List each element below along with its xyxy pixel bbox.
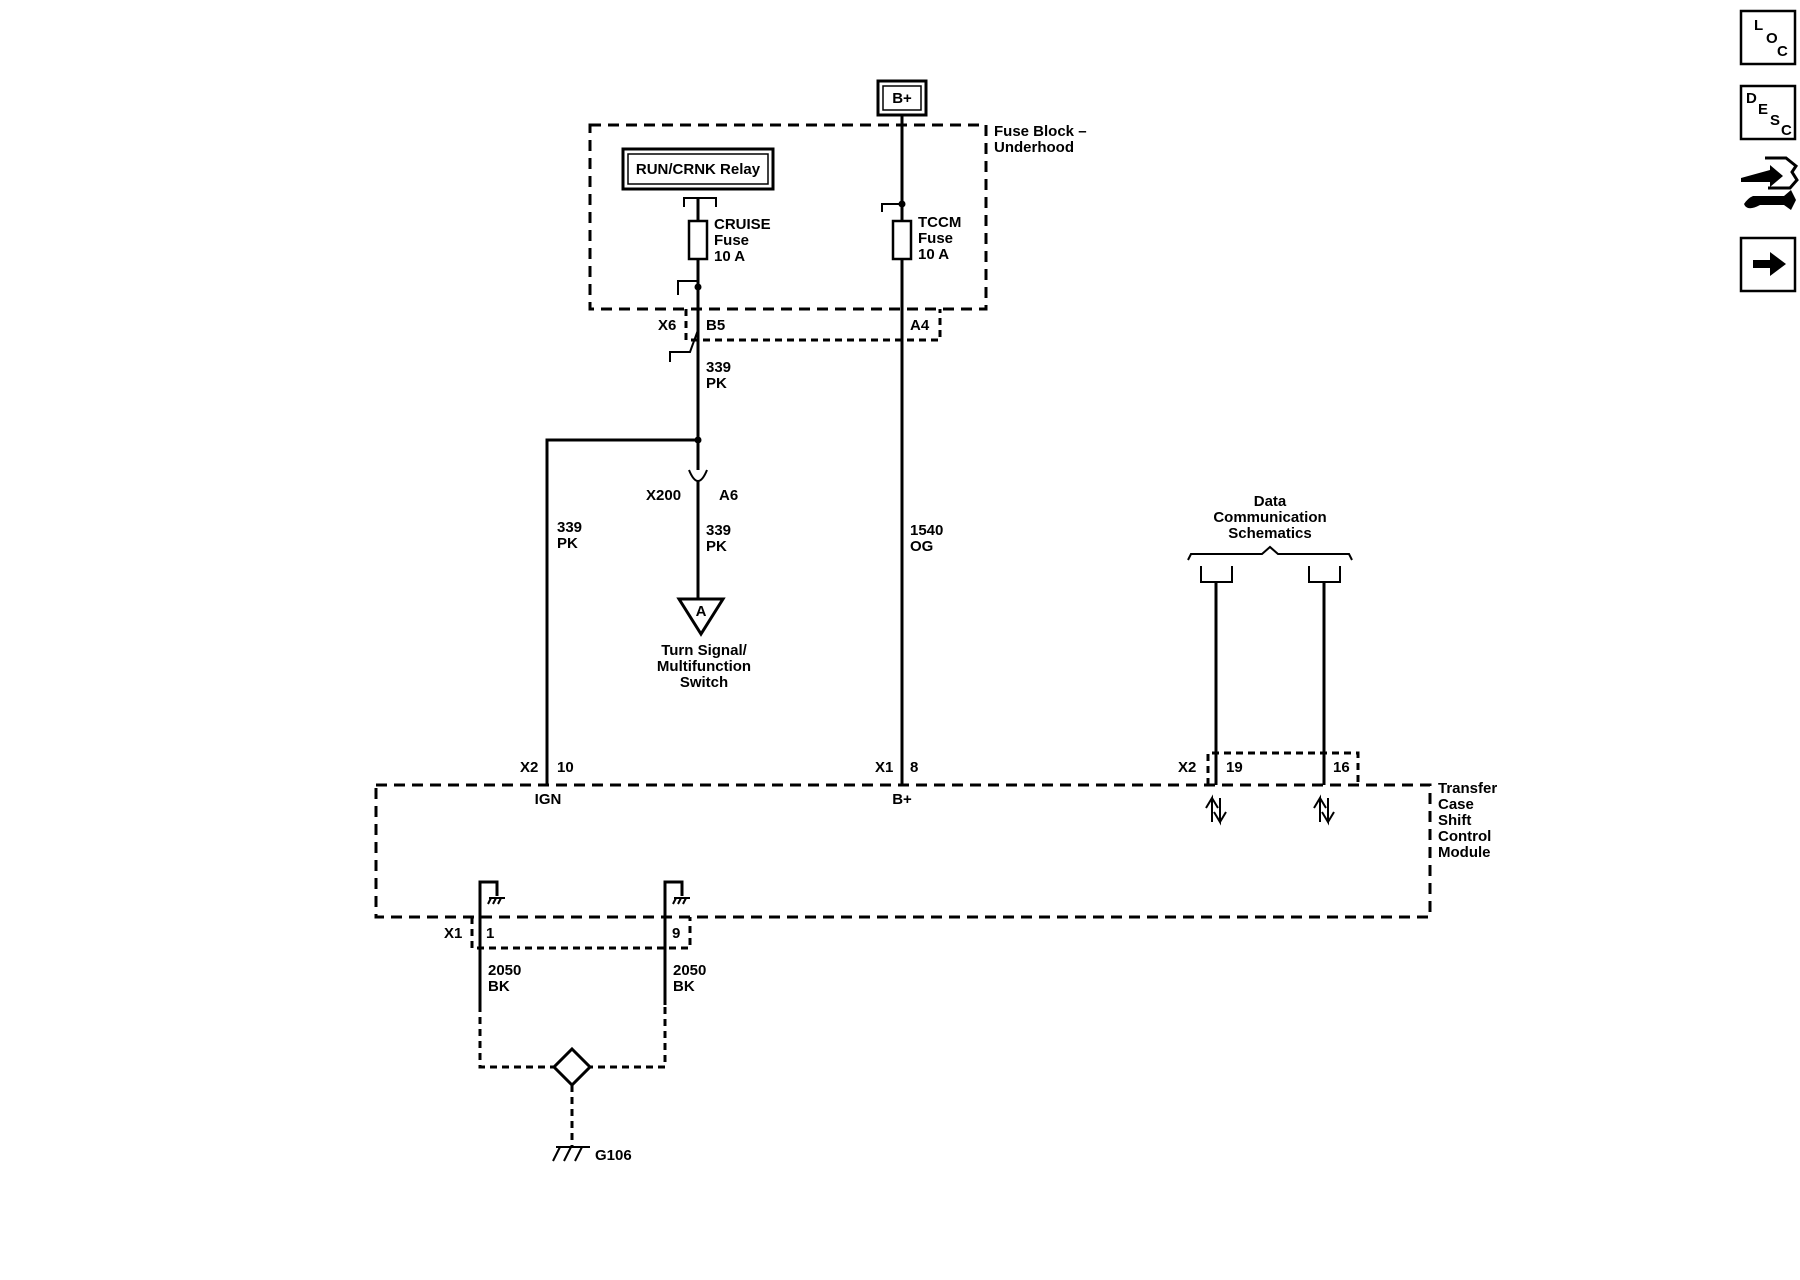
turn-signal-label-3: Switch bbox=[680, 674, 728, 691]
pin-8-label: 8 bbox=[910, 759, 918, 776]
x200-connector: X200 A6 339 PK bbox=[646, 469, 738, 600]
pin-9-label: 9 bbox=[672, 925, 680, 942]
connector-wrench-icon[interactable] bbox=[1741, 156, 1799, 210]
cruise-fuse-name: CRUISE bbox=[714, 216, 771, 233]
ign-label: IGN bbox=[535, 791, 562, 808]
wire-2050-right-color: BK bbox=[673, 978, 695, 995]
pin-1-label: 1 bbox=[486, 925, 494, 942]
tccm-fuse-name: TCCM bbox=[918, 214, 961, 231]
data-comm-label-3: Schematics bbox=[1228, 525, 1311, 542]
wire-339-upper-color: PK bbox=[706, 375, 727, 392]
loc-letter-c: C bbox=[1777, 43, 1788, 60]
loc-button[interactable]: L O C bbox=[1739, 9, 1797, 66]
fuse-block-boundary bbox=[588, 123, 988, 311]
pin-19-label: 19 bbox=[1226, 759, 1243, 776]
wire-1540-circuit: 1540 bbox=[910, 522, 943, 539]
ground-g106: G106 bbox=[478, 1005, 667, 1164]
module-name-2: Case bbox=[1438, 796, 1474, 813]
pin-a6-label: A6 bbox=[719, 487, 738, 504]
wire-2050-right-circuit: 2050 bbox=[673, 962, 706, 979]
next-button[interactable] bbox=[1739, 236, 1797, 293]
x200-label: X200 bbox=[646, 487, 681, 504]
wire-339-pk: 339 PK 339 PK bbox=[545, 300, 731, 785]
pin-a4-label: A4 bbox=[910, 317, 930, 334]
wire-2050-left-circuit: 2050 bbox=[488, 962, 521, 979]
x6-connector: X6 B5 A4 bbox=[658, 309, 942, 362]
wire-1540-og: 1540 OG bbox=[900, 259, 943, 785]
data-comm-label-2: Communication bbox=[1213, 509, 1326, 526]
module-name-5: Module bbox=[1438, 844, 1491, 861]
module-label: Transfer Case Shift Control Module bbox=[1438, 780, 1497, 861]
pin-b5-label: B5 bbox=[706, 317, 725, 334]
module-name-4: Control bbox=[1438, 828, 1491, 845]
pin-10-label: 10 bbox=[557, 759, 574, 776]
data-comm-label-1: Data bbox=[1254, 493, 1287, 510]
wire-339-lower-color: PK bbox=[706, 538, 727, 555]
pin-16-label: 16 bbox=[1333, 759, 1350, 776]
wire-339-upper-circuit: 339 bbox=[706, 359, 731, 376]
data-communication-ref: Data Communication Schematics bbox=[1187, 493, 1353, 785]
module-x2-right-label: X2 bbox=[1178, 759, 1196, 776]
right-arrow-icon bbox=[1753, 252, 1786, 276]
desc-letter-d: D bbox=[1746, 90, 1757, 107]
tccm-fuse: TCCM Fuse 10 A bbox=[881, 115, 961, 263]
module-name-1: Transfer bbox=[1438, 780, 1497, 797]
tccm-fuse-rating: 10 A bbox=[918, 246, 949, 263]
module-name-3: Shift bbox=[1438, 812, 1471, 829]
desc-letter-e: E bbox=[1758, 101, 1768, 118]
wire-2050-left-color: BK bbox=[488, 978, 510, 995]
desc-letter-s: S bbox=[1770, 112, 1780, 129]
top-battery-source: B+ bbox=[876, 79, 928, 117]
module-x1-top-label: X1 bbox=[875, 759, 893, 776]
fuse-block-label-2: Underhood bbox=[994, 139, 1074, 156]
desc-letter-c: C bbox=[1781, 122, 1792, 139]
relay-label: RUN/CRNK Relay bbox=[636, 161, 761, 178]
tccm-fuse-kind: Fuse bbox=[918, 230, 953, 247]
wire-339-lower-circuit: 339 bbox=[706, 522, 731, 539]
loc-letter-o: O bbox=[1766, 30, 1778, 47]
module-ground-pins bbox=[478, 880, 690, 1005]
fuse-block-label-1: Fuse Block – bbox=[994, 123, 1087, 140]
ground-label: G106 bbox=[595, 1147, 632, 1164]
offpage-connector-a: A Turn Signal/ Multifunction Switch bbox=[657, 597, 751, 691]
x6-label: X6 bbox=[658, 317, 676, 334]
cruise-fuse: CRUISE Fuse 10 A bbox=[677, 197, 771, 300]
turn-signal-label-1: Turn Signal/ bbox=[661, 642, 747, 659]
data-arrows bbox=[1205, 794, 1335, 826]
cruise-fuse-rating: 10 A bbox=[714, 248, 745, 265]
cruise-fuse-kind: Fuse bbox=[714, 232, 749, 249]
offpage-a-label: A bbox=[696, 603, 707, 620]
module-x2-left-label: X2 bbox=[520, 759, 538, 776]
wire-1540-color: OG bbox=[910, 538, 933, 555]
run-crnk-relay: RUN/CRNK Relay bbox=[621, 147, 775, 191]
loc-letter-l: L bbox=[1754, 17, 1763, 34]
wire-339-left-color: PK bbox=[557, 535, 578, 552]
turn-signal-label-2: Multifunction bbox=[657, 658, 751, 675]
module-bplus-label: B+ bbox=[892, 791, 912, 808]
desc-button[interactable]: D E S C bbox=[1739, 84, 1797, 141]
module-x1-bottom-label: X1 bbox=[444, 925, 462, 942]
wire-339-left-circuit: 339 bbox=[557, 519, 582, 536]
top-bplus-label: B+ bbox=[892, 90, 912, 107]
transfer-case-module-boundary bbox=[374, 783, 1432, 919]
